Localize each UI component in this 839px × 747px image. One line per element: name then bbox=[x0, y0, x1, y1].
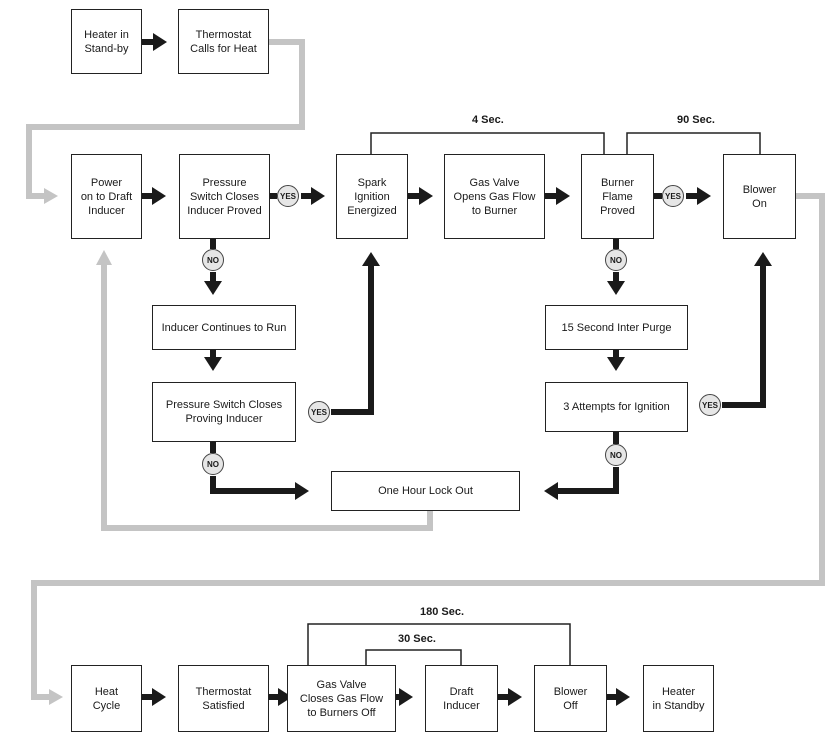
arrowhead bbox=[295, 482, 309, 500]
arrowhead bbox=[152, 688, 166, 706]
box-burner-flame-proved: Burner Flame Proved bbox=[581, 154, 654, 239]
connector-lockout-return bbox=[101, 264, 433, 531]
badge-no: NO bbox=[605, 444, 627, 466]
box-heater-standby: Heater in Stand-by bbox=[71, 9, 142, 74]
arrowhead bbox=[607, 357, 625, 371]
badge-yes: YES bbox=[277, 185, 299, 207]
box-blower-on: Blower On bbox=[723, 154, 796, 239]
box-power-draft-inducer: Power on to Draft Inducer bbox=[71, 154, 142, 239]
box-pressure-switch-inducer-proved: Pressure Switch Closes Inducer Proved bbox=[179, 154, 270, 239]
arrowhead bbox=[508, 688, 522, 706]
timing-label-4-sec: 4 Sec. bbox=[472, 114, 504, 126]
box-thermostat-satisfied: Thermostat Satisfied bbox=[178, 665, 269, 732]
arrowhead bbox=[204, 357, 222, 371]
arrowhead bbox=[754, 252, 772, 266]
badge-yes: YES bbox=[308, 401, 330, 423]
box-gas-valve-closes: Gas Valve Closes Gas Flow to Burners Off bbox=[287, 665, 396, 732]
bracket-180-sec bbox=[307, 623, 571, 665]
arrowhead bbox=[204, 281, 222, 295]
connector-blower-to-heat-cycle bbox=[31, 193, 825, 700]
arrowhead bbox=[419, 187, 433, 205]
arrowhead bbox=[311, 187, 325, 205]
bracket-30-sec bbox=[365, 649, 462, 665]
badge-no: NO bbox=[605, 249, 627, 271]
box-draft-inducer: Draft Inducer bbox=[425, 665, 498, 732]
box-heater-in-standby: Heater in Standby bbox=[643, 665, 714, 732]
arrowhead bbox=[556, 187, 570, 205]
arrowhead bbox=[607, 281, 625, 295]
connector-arrowhead bbox=[44, 188, 58, 204]
connector-thermostat-to-power bbox=[26, 39, 305, 199]
box-one-hour-lockout: One Hour Lock Out bbox=[331, 471, 520, 511]
arrowhead bbox=[278, 688, 292, 706]
box-inter-purge: 15 Second Inter Purge bbox=[545, 305, 688, 350]
box-inducer-continues: Inducer Continues to Run bbox=[152, 305, 296, 350]
timing-label-30-sec: 30 Sec. bbox=[398, 633, 436, 645]
box-three-attempts: 3 Attempts for Ignition bbox=[545, 382, 688, 432]
box-thermostat-calls-for-heat: Thermostat Calls for Heat bbox=[178, 9, 269, 74]
arrowhead bbox=[697, 187, 711, 205]
badge-no: NO bbox=[202, 453, 224, 475]
timing-label-180-sec: 180 Sec. bbox=[420, 606, 465, 618]
box-spark-ignition: Spark Ignition Energized bbox=[336, 154, 408, 239]
arrowhead bbox=[362, 252, 380, 266]
timing-label-90-sec: 90 Sec. bbox=[677, 114, 715, 126]
arrowhead bbox=[152, 187, 166, 205]
arrowhead bbox=[544, 482, 558, 500]
box-blower-off: Blower Off bbox=[534, 665, 607, 732]
arrowhead bbox=[153, 33, 167, 51]
badge-no: NO bbox=[202, 249, 224, 271]
badge-yes: YES bbox=[699, 394, 721, 416]
connector-arrowhead bbox=[96, 250, 112, 265]
bracket-90-sec bbox=[626, 132, 761, 154]
arrowhead bbox=[616, 688, 630, 706]
box-heat-cycle: Heat Cycle bbox=[71, 665, 142, 732]
connector-arrowhead bbox=[49, 689, 63, 705]
bracket-4-sec bbox=[370, 132, 605, 154]
box-pressure-switch-proving: Pressure Switch Closes Proving Inducer bbox=[152, 382, 296, 442]
arrowhead bbox=[399, 688, 413, 706]
box-gas-valve-opens: Gas Valve Opens Gas Flow to Burner bbox=[444, 154, 545, 239]
badge-yes: YES bbox=[662, 185, 684, 207]
